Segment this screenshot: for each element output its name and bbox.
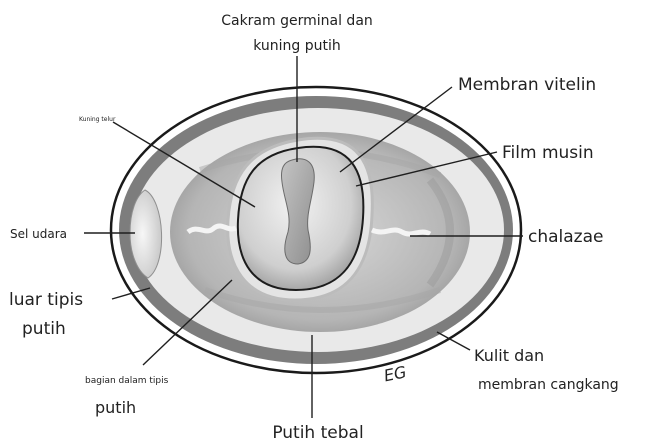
label-vitelline-membrane: Membran vitelin <box>458 75 596 95</box>
label-outer-thin-1: luar tipis <box>9 290 83 310</box>
label-outer-thin-2: putih <box>22 319 66 339</box>
label-germinal-disc-2: kuning putih <box>253 38 341 54</box>
label-inner-thin-2: putih <box>95 398 136 417</box>
signature: EG <box>382 362 408 385</box>
label-shell-2: membran cangkang <box>478 377 619 393</box>
label-chalazae: chalazae <box>528 227 603 247</box>
label-shell-1: Kulit dan <box>474 346 544 365</box>
label-germinal-disc-1: Cakram germinal dan <box>221 13 373 29</box>
chalaza-right <box>372 230 430 234</box>
label-air-cell: Sel udara <box>10 227 67 241</box>
label-inner-thin-1: bagian dalam tipis <box>85 376 169 386</box>
label-thick-white: Putih tebal <box>272 423 363 443</box>
label-yolk: Kuning telur <box>79 116 116 123</box>
label-mucin-film: Film musin <box>502 143 594 163</box>
